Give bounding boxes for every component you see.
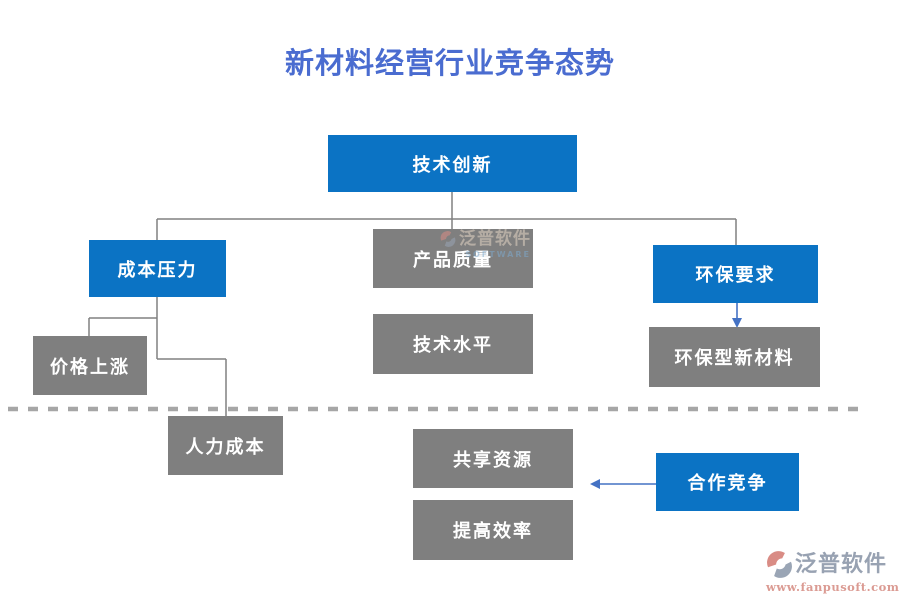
watermark-url-text: www.fanpusoft.com	[766, 580, 900, 594]
node-product-quality: 产品质量	[373, 229, 533, 288]
node-eco-material: 环保型新材料	[649, 327, 820, 387]
fanpu-logo-icon	[767, 551, 792, 578]
node-env-requirement: 环保要求	[653, 245, 818, 303]
diagram-title: 新材料经营行业竞争态势	[284, 46, 615, 80]
node-coop-competition: 合作竞争	[656, 453, 799, 511]
node-labor-cost: 人力成本	[168, 416, 283, 475]
node-improve-efficiency: 提高效率	[413, 500, 573, 560]
node-cost-pressure: 成本压力	[89, 240, 226, 297]
watermark-corner: 泛普软件 www.fanpusoft.com	[766, 551, 900, 594]
node-shared-resources: 共享资源	[413, 429, 573, 488]
watermark-brand-text: 泛普软件	[795, 551, 888, 577]
node-tech-innovation: 技术创新	[328, 135, 577, 192]
node-price-rise: 价格上涨	[33, 336, 147, 395]
node-tech-level: 技术水平	[373, 314, 533, 374]
